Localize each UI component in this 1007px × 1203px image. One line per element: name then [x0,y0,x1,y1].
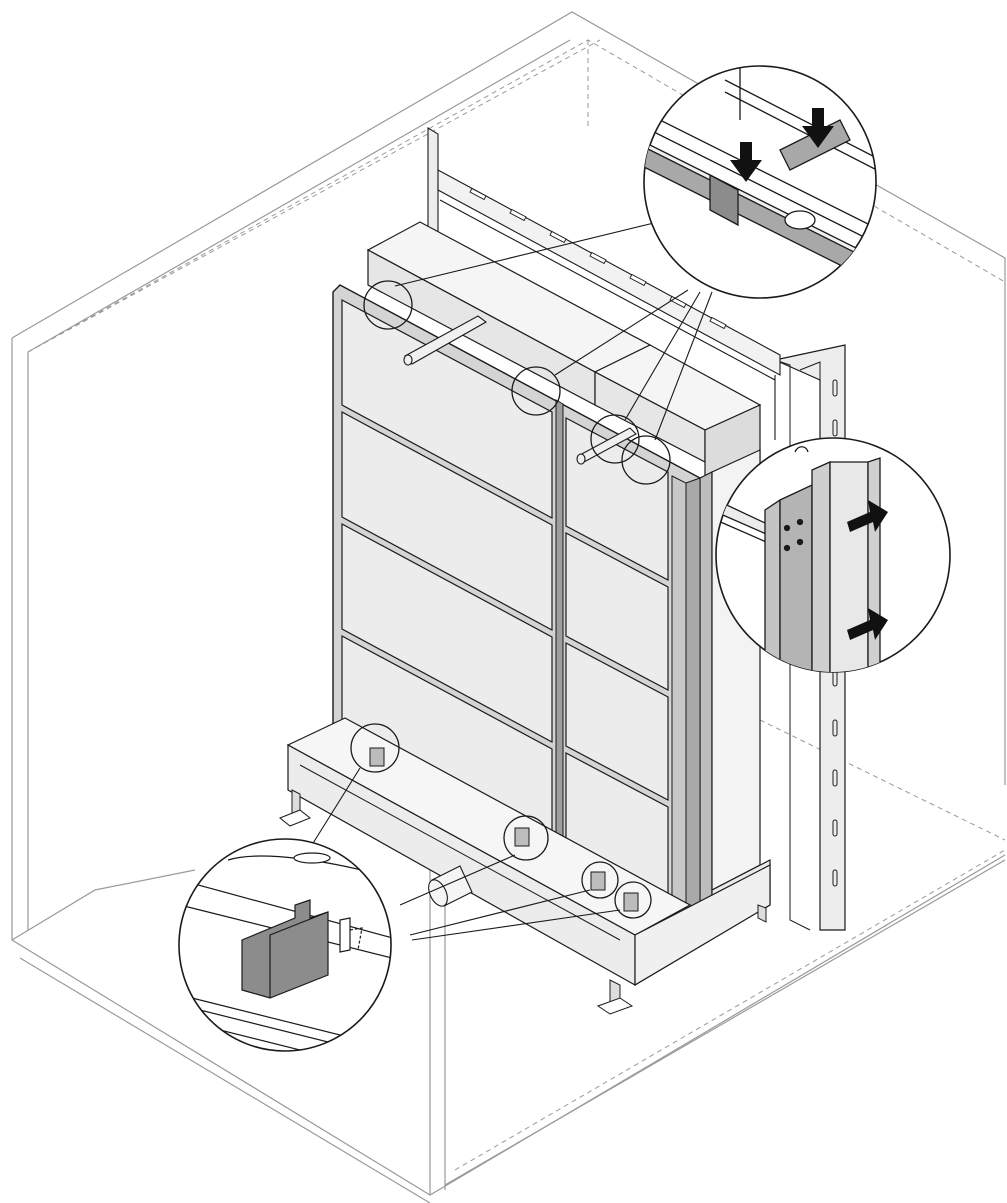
leader-lines [289,221,713,941]
top-housing [366,221,762,493]
marker-circle [614,881,652,919]
filter-panel [565,532,669,691]
filter-panel [565,642,669,801]
rear-frame [427,127,781,440]
marker-circle [590,414,640,464]
top-clip-callout [643,65,877,299]
base-tray [286,717,771,987]
arrow-right-icon [847,500,888,640]
marker-circle [621,435,671,485]
marker-circle [503,815,549,861]
side-rail-callout [715,437,951,673]
top-rod [403,315,637,465]
base-pipe [428,865,473,907]
filter-panel [341,299,553,520]
marker-circle [363,280,413,330]
arrow-down-icon [730,108,834,182]
marker-circles [350,280,671,919]
tray-brackets [369,747,639,912]
marker-circle [511,366,561,416]
base-legs [279,789,767,1015]
marker-circle [350,723,400,773]
filter-panel [341,410,553,632]
bottom-bracket-callout [178,838,392,1052]
filter-panel [341,522,553,744]
housing-dashed-outline [27,39,1006,1171]
filter-side-rails [671,475,701,916]
marker-circle [581,861,619,899]
